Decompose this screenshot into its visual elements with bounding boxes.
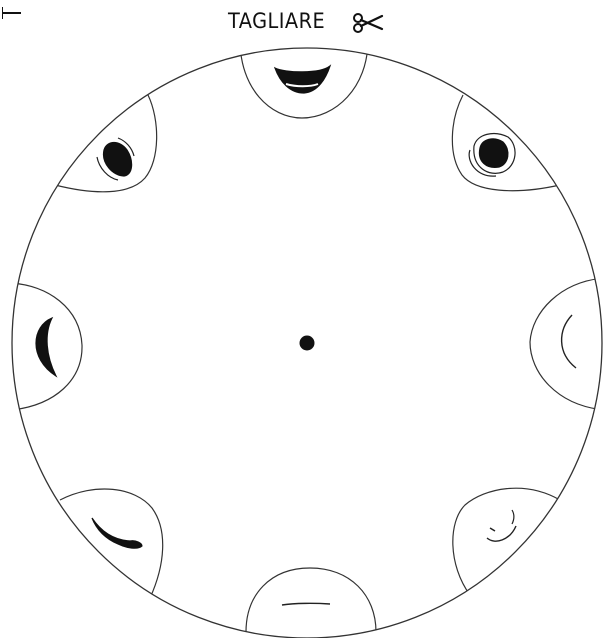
center-pivot-dot bbox=[300, 336, 315, 351]
